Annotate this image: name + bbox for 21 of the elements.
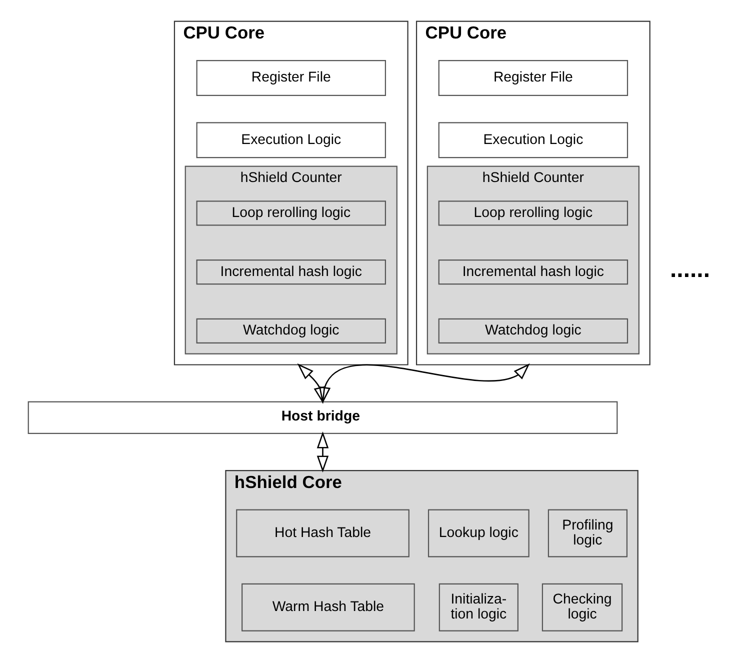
node-box: Warm Hash Table	[241, 583, 414, 632]
node-box: Loop rerolling logic	[196, 200, 386, 226]
node-box: Register File	[438, 60, 628, 96]
node-box: Incremental hash logic	[196, 260, 386, 285]
node-box: Watchdog logic	[438, 318, 628, 344]
label: ......	[670, 256, 710, 284]
node-box: Initializa- tion logic	[438, 583, 518, 632]
node-box: Checking logic	[541, 583, 622, 632]
node-box: Execution Logic	[438, 122, 628, 158]
arrow	[296, 363, 325, 404]
node-box: Incremental hash logic	[438, 260, 628, 285]
arrow	[316, 431, 328, 472]
node-box: Execution Logic	[196, 122, 386, 158]
node-box: Hot Hash Table	[236, 509, 409, 558]
node-box: Host bridge	[27, 401, 618, 434]
arrow	[318, 363, 530, 404]
node-box: Profiling logic	[547, 509, 627, 558]
node-box: Watchdog logic	[196, 318, 386, 344]
node-box: Register File	[196, 60, 386, 96]
node-box: Loop rerolling logic	[438, 200, 628, 226]
node-box: Lookup logic	[427, 509, 529, 558]
